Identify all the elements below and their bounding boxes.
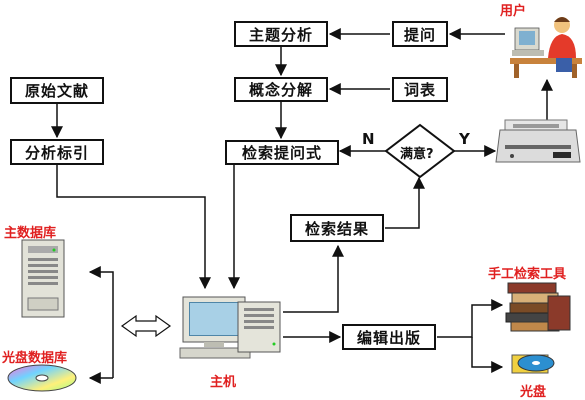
printer-icon xyxy=(495,119,581,163)
cd-label: 光盘 xyxy=(520,385,547,400)
arrow-host-to-results xyxy=(283,244,344,313)
user-at-computer-icon xyxy=(510,17,582,78)
manual-tools-label: 手工检索工具 xyxy=(488,267,567,282)
cd-db-label: 光盘数据库 xyxy=(2,351,68,366)
connectors xyxy=(51,28,553,384)
books-icon xyxy=(505,282,571,332)
cd-disc-icon xyxy=(7,364,77,392)
double-arrow-icon xyxy=(120,314,172,338)
box-ask: 提问 xyxy=(392,21,448,47)
decision-label: 满意? xyxy=(400,147,434,162)
main-db-label: 主数据库 xyxy=(4,226,57,241)
box-subject-analysis: 主题分析 xyxy=(234,21,328,47)
box-original-docs: 原始文献 xyxy=(10,77,104,104)
box-vocabulary: 词表 xyxy=(392,77,448,102)
box-analysis-index: 分析标引 xyxy=(10,139,104,165)
arrow-index-to-host xyxy=(56,165,211,290)
arrow-host-to-maindb xyxy=(88,266,114,378)
box-concept-decompose: 概念分解 xyxy=(234,77,328,102)
box-search-expression: 检索提问式 xyxy=(225,140,339,165)
arrow-publish-to-manual xyxy=(437,299,504,338)
cd-case-icon xyxy=(511,354,555,374)
decision-diamond xyxy=(384,123,456,179)
arrow-publish-to-cd xyxy=(471,337,504,373)
box-edit-publish: 编辑出版 xyxy=(342,324,436,350)
no-label: N xyxy=(362,130,375,148)
host-label: 主机 xyxy=(210,375,237,390)
arrow-results-to-decision xyxy=(385,176,425,229)
box-search-results: 检索结果 xyxy=(290,214,384,242)
user-label: 用户 xyxy=(500,4,527,19)
server-icon xyxy=(21,239,65,318)
host-computer-icon xyxy=(179,296,281,359)
yes-label: Y xyxy=(459,130,470,148)
